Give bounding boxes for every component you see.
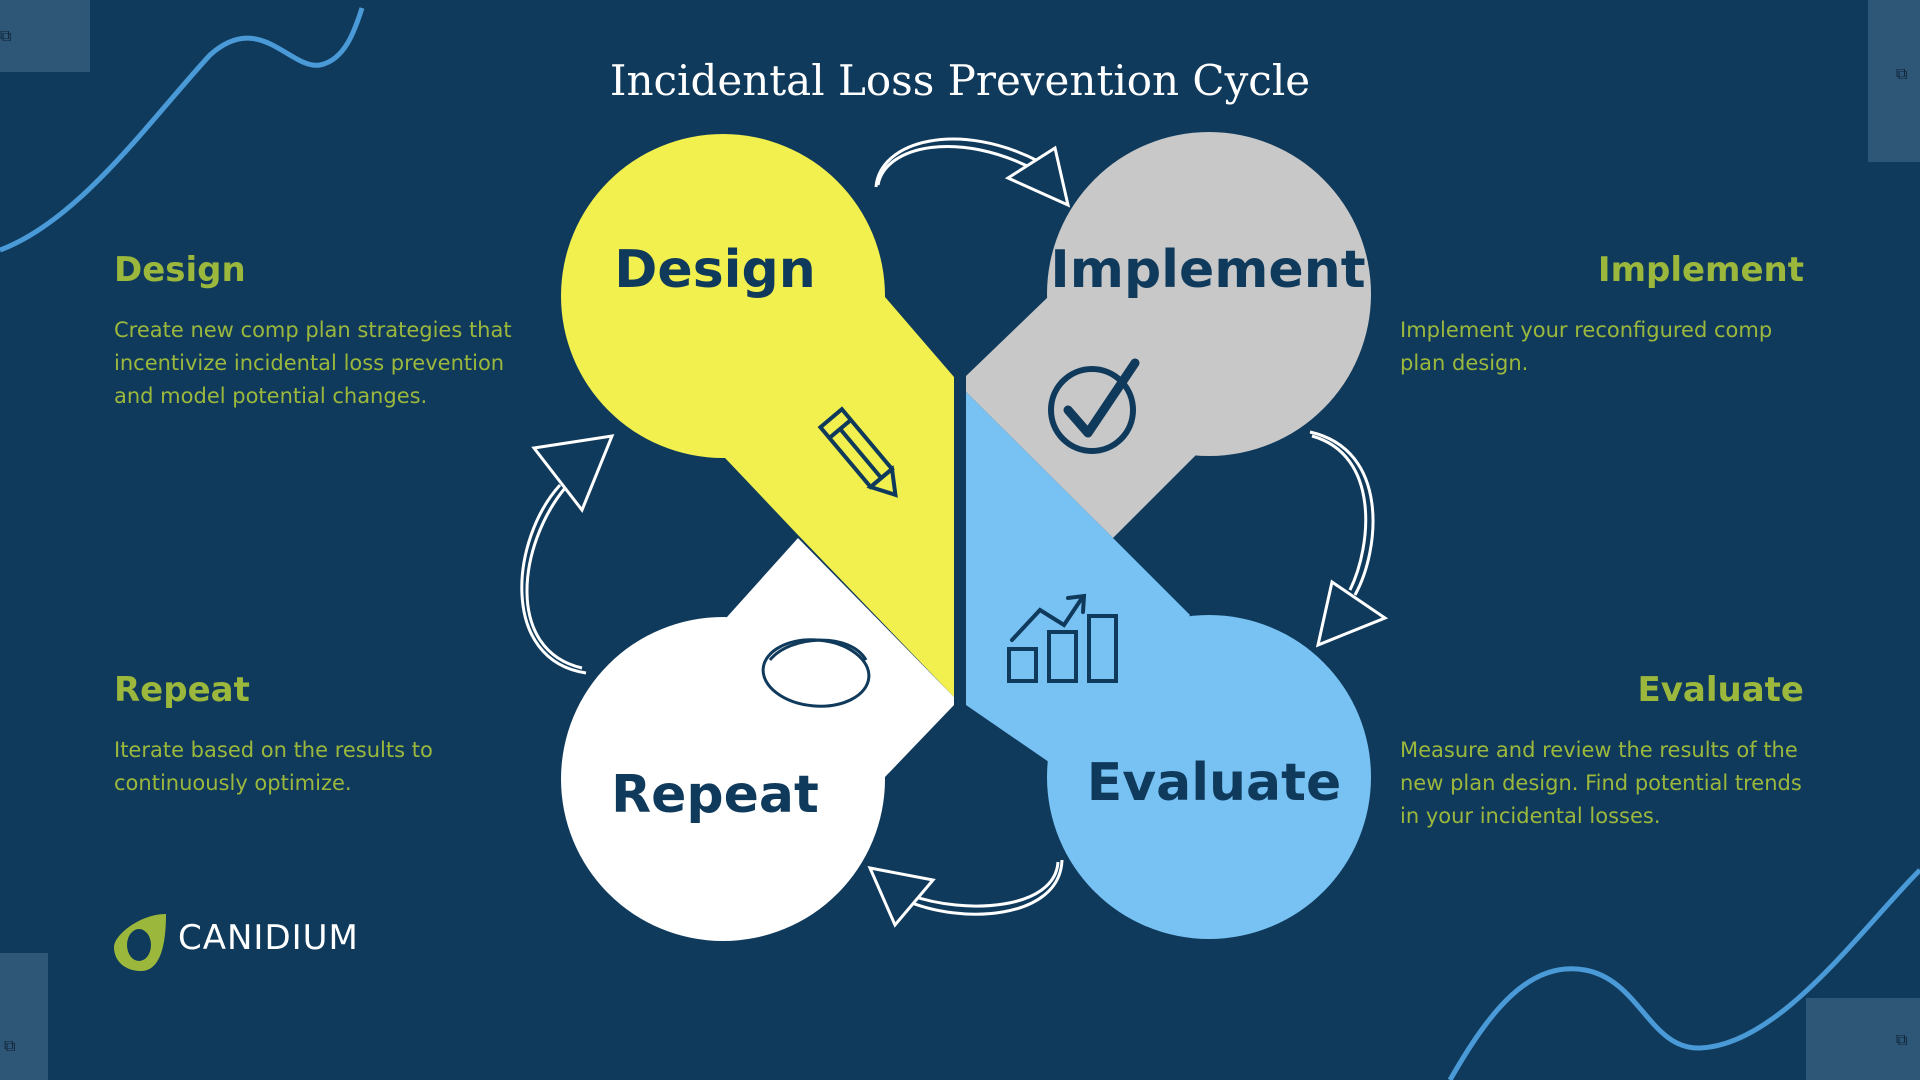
lobe-label-evaluate: Evaluate <box>1086 753 1342 813</box>
circle-scribble-icon <box>761 638 871 708</box>
evaluate-heading: Evaluate <box>1637 670 1804 710</box>
corner-tile-top-left <box>0 0 90 72</box>
implement-heading: Implement <box>1597 250 1804 290</box>
design-heading: Design <box>114 250 246 290</box>
lobe-label-repeat: Repeat <box>611 765 819 825</box>
arrow-repeat-to-design <box>520 434 615 675</box>
lobe-repeat <box>561 538 954 941</box>
check-circle-icon <box>1048 358 1140 454</box>
canidium-logo-text: CANIDIUM <box>178 918 359 958</box>
arrow-evaluate-to-repeat <box>867 859 1064 928</box>
broken-image-icon: ⧉ <box>1896 1030 1908 1049</box>
decorative-curve-bottom-right <box>1447 868 1920 1080</box>
repeat-heading: Repeat <box>114 670 250 710</box>
lobe-design <box>561 134 954 697</box>
lobe-label-design: Design <box>614 240 816 300</box>
page-title: Incidental Loss Prevention Cycle <box>609 56 1311 105</box>
broken-image-icon: ⧉ <box>4 1036 16 1055</box>
pencil-icon <box>817 406 898 498</box>
corner-tile-bottom-right <box>1806 998 1920 1080</box>
decorative-curve-top-left <box>0 7 365 253</box>
corner-tile-bottom-left <box>0 953 48 1080</box>
evaluate-description: Measure and review the results of the ne… <box>1400 738 1802 828</box>
arrow-design-to-implement <box>874 137 1071 208</box>
design-description: Create new comp plan strategies that inc… <box>114 318 512 408</box>
corner-tile-top-right <box>1868 0 1920 162</box>
broken-image-icon: ⧉ <box>0 26 12 45</box>
repeat-description: Iterate based on the results to continuo… <box>114 738 433 795</box>
arrow-implement-to-evaluate <box>1309 430 1389 648</box>
implement-description: Implement your reconfigured comp plan de… <box>1400 318 1773 375</box>
bar-chart-icon <box>1007 593 1118 683</box>
lobe-label-implement: Implement <box>1050 240 1366 300</box>
canidium-logo-icon <box>114 914 166 971</box>
broken-image-icon: ⧉ <box>1896 64 1908 83</box>
